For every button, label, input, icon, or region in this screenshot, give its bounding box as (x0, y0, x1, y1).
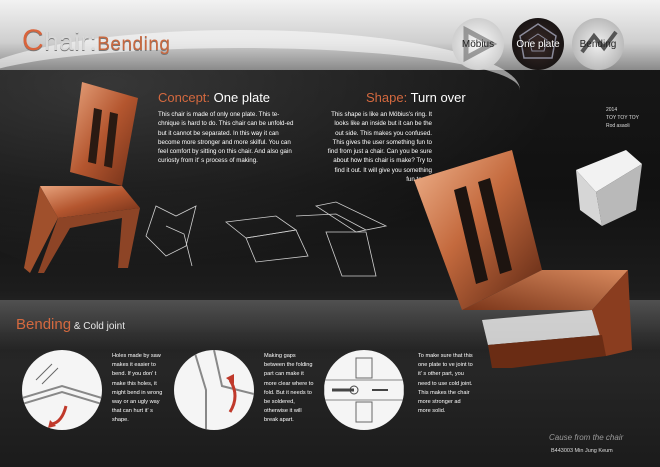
one-plate-circle: One plate (512, 18, 564, 70)
concept-circles: Möbius One plate Bending (452, 18, 624, 70)
meta-line-3: Rod asaoli (606, 123, 630, 129)
cold-joint-diagram (324, 357, 404, 423)
shape-heading-value: Turn over (407, 90, 466, 105)
detail-gaps-text: Making gaps between the folding part can… (264, 353, 314, 424)
shape-heading: Shape: Turn over (366, 90, 466, 105)
mobius-circle: Möbius (452, 18, 504, 70)
footer-caption: Cause from the chair (549, 433, 624, 442)
gaps-diagram (193, 350, 254, 430)
circle-label-mobius: Möbius (461, 38, 495, 50)
dodecahedron-icon (519, 23, 557, 59)
circle-label-bending: Bending (579, 38, 617, 50)
detail-gaps-circle (174, 350, 254, 430)
wireframe-sketches (145, 201, 388, 277)
signature: B443003 Min Jung Keum (551, 448, 613, 454)
title-initial: C (22, 24, 45, 57)
circle-label-one-plate: One plate (516, 38, 560, 50)
white-chair-model (576, 150, 642, 226)
bending-heading: Bending & Cold joint (16, 316, 125, 333)
shape-heading-prefix: Shape: (366, 90, 408, 105)
bent-metal-icon (580, 30, 618, 54)
bending-circle: Bending (572, 18, 624, 70)
meta-info: 2014 TOY TOY TOY Rod asaoli (606, 106, 639, 130)
detail-joint-circle (324, 350, 404, 430)
bending-heading-title: Bending (16, 316, 72, 333)
title-bending: Bending (97, 34, 171, 55)
meta-line-2: TOY TOY TOY (606, 115, 639, 121)
meta-line-1: 2014 (606, 107, 618, 113)
concept-heading-prefix: Concept: (158, 90, 211, 105)
bending-heading-sub: & Cold joint (71, 321, 125, 332)
holes-diagram (22, 363, 102, 428)
title-rest: hair: (44, 26, 98, 56)
chair-photo-right (414, 150, 632, 368)
page-title: Chair:Bending (22, 24, 170, 58)
detail-holes-circle (22, 350, 102, 430)
concept-heading-value: One plate (210, 90, 271, 105)
concept-text: This chair is made of only one plate. Th… (158, 111, 294, 165)
mobius-icon (463, 25, 498, 63)
detail-joint-text: To make sure that this one plate to ve j… (418, 353, 473, 415)
concept-heading: Concept: One plate (158, 90, 270, 105)
chair-photo-left (24, 82, 140, 273)
detail-holes-text: Holes made by saw makes it easier to ben… (112, 353, 163, 424)
